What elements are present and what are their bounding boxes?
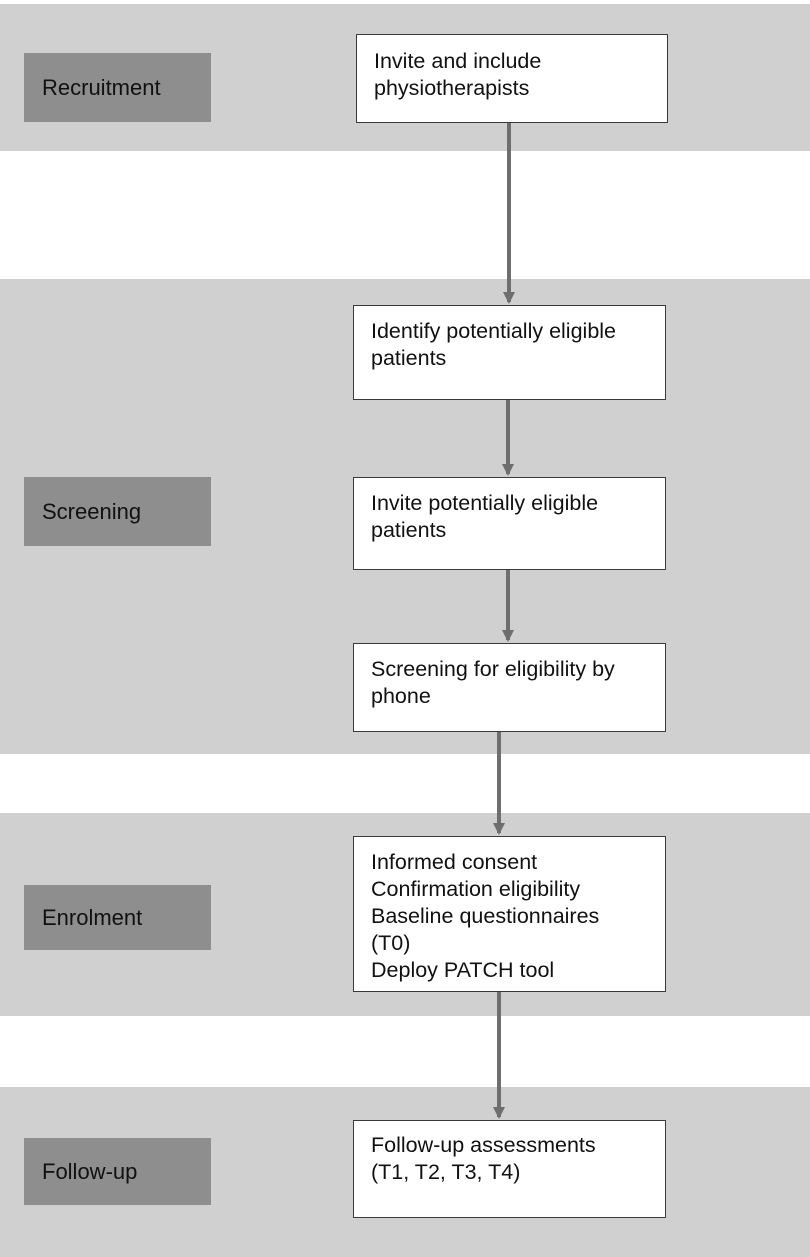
step-text-line: patients <box>371 518 447 542</box>
stage-label-recruitment: Recruitment <box>24 53 211 122</box>
step-invite-patients: Invite potentially eligible patients <box>353 477 666 570</box>
stage-label-screening: Screening <box>24 477 211 546</box>
step-text-line: patients <box>371 346 447 370</box>
stage-label-text: Screening <box>42 498 142 524</box>
arrowhead <box>493 823 505 835</box>
step-text-line: (T0) <box>371 931 411 955</box>
step-text-line: Screening for eligibility by <box>371 657 615 681</box>
arrowhead <box>502 630 514 642</box>
step-text-line: phone <box>371 684 431 708</box>
stage-label-text: Follow-up <box>42 1158 138 1184</box>
step-identify-patients: Identify potentially eligible patients <box>353 305 666 400</box>
step-text-line: Invite and include <box>374 49 542 73</box>
step-follow-up-assessments: Follow-up assessments (T1, T2, T3, T4) <box>353 1120 666 1218</box>
step-text-line: physiotherapists <box>374 76 530 100</box>
stage-label-enrolment: Enrolment <box>24 885 211 950</box>
step-invite-physiotherapists: Invite and include physiotherapists <box>356 34 668 123</box>
step-text-line: (T1, T2, T3, T4) <box>371 1160 521 1184</box>
stage-label-text: Enrolment <box>42 904 143 930</box>
arrowhead <box>502 464 514 476</box>
step-phone-screening: Screening for eligibility by phone <box>353 643 666 732</box>
step-text-line: Confirmation eligibility <box>371 877 581 901</box>
step-text-line: Deploy PATCH tool <box>371 958 555 982</box>
step-enrolment-tasks: Informed consent Confirmation eligibilit… <box>353 836 666 992</box>
step-text-line: Informed consent <box>371 850 538 874</box>
step-text-line: Follow-up assessments <box>371 1133 596 1157</box>
step-text-line: Invite potentially eligible <box>371 491 599 515</box>
stage-label-text: Recruitment <box>42 74 161 100</box>
stage-label-follow-up: Follow-up <box>24 1138 211 1205</box>
step-text-line: Baseline questionnaires <box>371 904 600 928</box>
arrowhead <box>503 292 515 304</box>
arrowhead <box>493 1107 505 1119</box>
step-text-line: Identify potentially eligible <box>371 319 617 343</box>
